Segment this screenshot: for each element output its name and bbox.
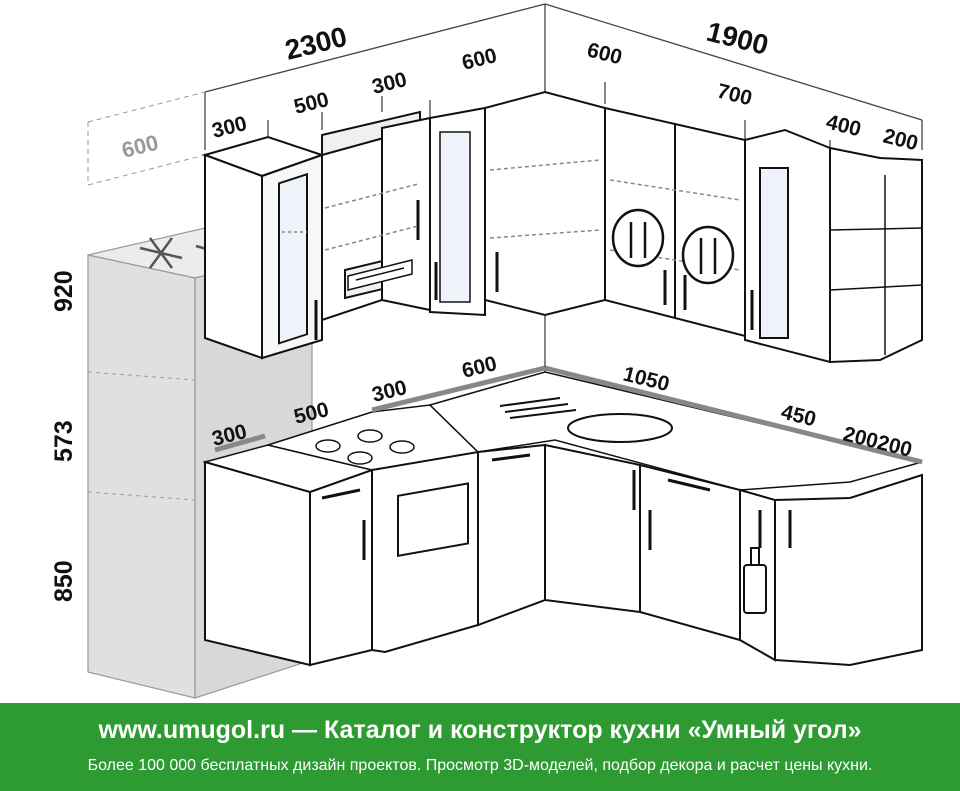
upper-right-details: [609, 175, 923, 355]
fridge-dimension-lines: [87, 91, 206, 186]
banner-subtitle: Более 100 000 бесплатных дизайн проектов…: [87, 757, 873, 774]
kitchen-drawing: 2300 1900 600 300 500 300 600 600 700 40…: [50, 3, 923, 699]
hob-icon: [315, 429, 415, 465]
cutlery-icon: [611, 208, 665, 268]
oven: [397, 482, 469, 557]
banner-heading: Каталог и конструктор кухни «Умный угол»: [323, 716, 862, 744]
base-details: [321, 453, 792, 560]
base-cabinets: [204, 443, 923, 667]
sink-icon: [499, 397, 673, 443]
cutlery-icon: [681, 225, 735, 285]
dim-height-gap: 573: [50, 420, 78, 462]
range-hood: [347, 259, 413, 291]
site-link[interactable]: www.umugol.ru: [98, 716, 286, 744]
backsplash-lines: [214, 365, 923, 465]
bottle-icon: [743, 547, 767, 614]
promo-banner: www.umugol.ru — Каталог и конструктор ку…: [0, 703, 960, 791]
upper-cabinets-right: [604, 106, 923, 364]
banner-dash: —: [285, 716, 324, 744]
dim-height-base: 850: [50, 560, 78, 602]
banner-title: www.umugol.ru — Каталог и конструктор ку…: [0, 716, 960, 745]
dim-height-upper: 920: [50, 270, 78, 312]
upper-left-details: [282, 131, 601, 340]
